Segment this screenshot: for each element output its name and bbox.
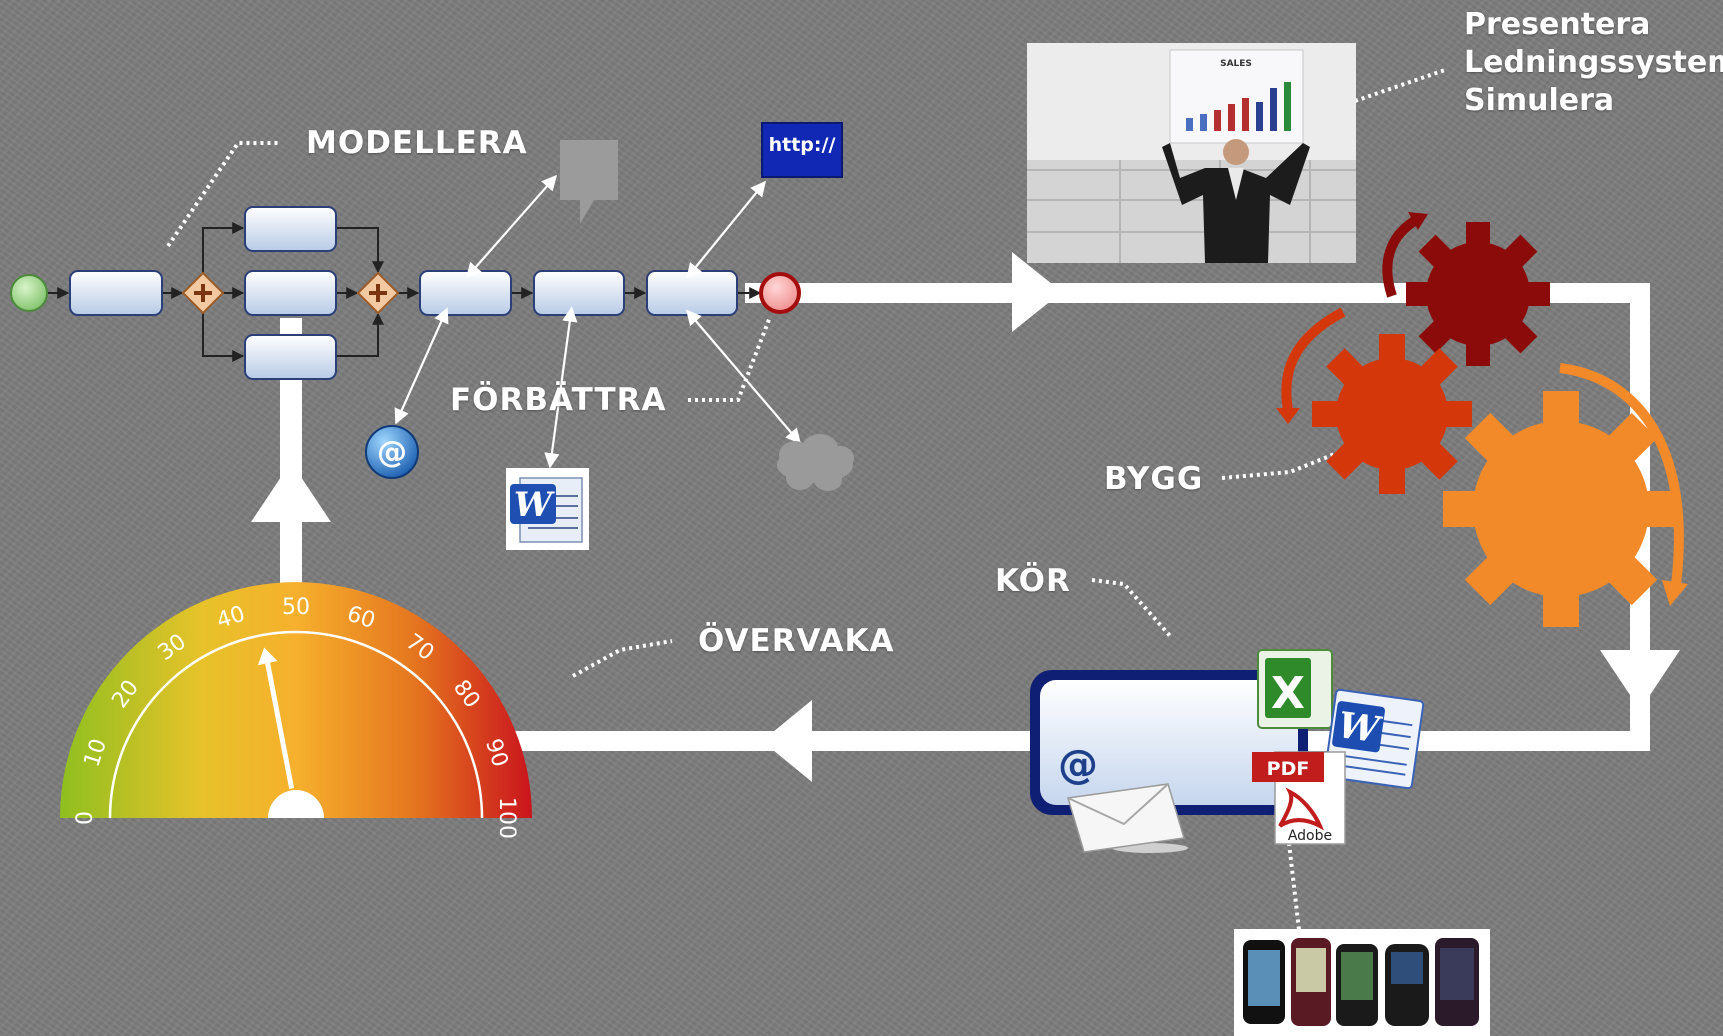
leader-lines: [166, 68, 1446, 931]
gateway-split: [181, 271, 225, 315]
gear-dark-icon: [1406, 222, 1550, 366]
svg-text:@: @: [377, 435, 407, 470]
label-bygg: BYGG: [1104, 461, 1204, 497]
label-forbattra: FÖRBÄTTRA: [450, 382, 667, 418]
rotation-arrow-light: [1559, 363, 1684, 586]
gear-light-icon: [1443, 391, 1679, 627]
gauge-tick-label: 0: [73, 811, 98, 825]
svg-text:X: X: [1271, 668, 1305, 719]
pdf-icon: PDF Adobe: [1252, 751, 1346, 845]
at-icon: @: [365, 425, 419, 479]
svg-text:W: W: [514, 485, 555, 525]
flow-arrow-right: [1012, 252, 1062, 332]
task-5: [646, 270, 738, 316]
task-2a: [244, 206, 337, 252]
flow-arrow-down: [1600, 650, 1680, 710]
task-2b: [244, 270, 337, 316]
svg-text:SALES: SALES: [1220, 59, 1252, 69]
gauge-needle: [257, 647, 295, 789]
task-4: [533, 270, 625, 316]
gateway-join: [356, 271, 400, 315]
label-kor: KÖR: [995, 563, 1071, 599]
comment-icon: [560, 140, 618, 224]
gear-mid-icon: [1312, 334, 1472, 494]
presentera-line: Presentera: [1464, 7, 1651, 42]
http-icon: http://: [761, 122, 843, 178]
svg-text:http://: http://: [769, 134, 836, 156]
label-overvaka: ÖVERVAKA: [698, 623, 895, 659]
svg-text:Adobe: Adobe: [1288, 828, 1332, 844]
sales-presentation-photo: SALES: [1027, 43, 1356, 263]
excel-icon: X: [1257, 649, 1333, 729]
ledningssystem-line: Ledningssystem: [1464, 45, 1723, 80]
task-1: [69, 270, 163, 316]
svg-text:PDF: PDF: [1267, 758, 1310, 780]
bpmn-model: [10, 206, 801, 380]
gauge-tick-label: 100: [494, 797, 519, 839]
label-modellera: MODELLERA: [306, 125, 528, 161]
svg-text:@: @: [1058, 742, 1098, 788]
end-event: [759, 272, 801, 314]
flow-arrow-left: [762, 700, 812, 782]
runtime-monitor: [1030, 670, 1308, 815]
word-icon: W: [1323, 688, 1425, 790]
task-2c: [244, 334, 337, 380]
presentera-list: Presentera Ledningssystem Simulera: [1464, 6, 1723, 120]
flow-arrow-up: [251, 462, 331, 522]
cloud-icon: [777, 434, 854, 491]
mail-icon: @: [1058, 742, 1188, 853]
rotation-arrow-dark: [1382, 213, 1423, 298]
word-document-icon: W: [506, 468, 589, 550]
mobile-devices-icon: [1234, 929, 1490, 1036]
rotation-arrow-mid: [1281, 307, 1346, 411]
start-event: [10, 274, 48, 312]
task-3: [419, 270, 512, 316]
simulera-line: Simulera: [1464, 83, 1615, 118]
gauge-tick-label: 50: [282, 595, 310, 620]
